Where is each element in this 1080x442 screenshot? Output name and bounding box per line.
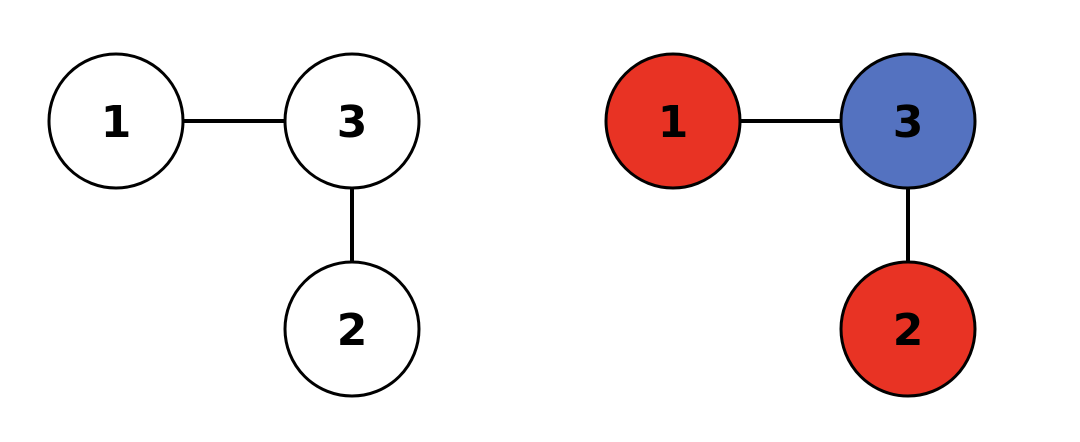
node-2: 2 — [283, 260, 421, 398]
node-2: 2 — [839, 260, 977, 398]
node-1-circle — [47, 52, 185, 190]
node-2-circle — [839, 260, 977, 398]
node-3-circle — [839, 52, 977, 190]
node-1-label: 1 — [101, 97, 132, 148]
node-2-label: 2 — [337, 305, 368, 356]
graph-colored: 1 3 2 — [604, 52, 977, 398]
node-1: 1 — [47, 52, 185, 190]
node-1-label: 1 — [658, 97, 689, 148]
node-2-label: 2 — [893, 305, 924, 356]
node-1-circle — [604, 52, 742, 190]
node-2-circle — [283, 260, 421, 398]
node-3-circle — [283, 52, 421, 190]
node-3: 3 — [283, 52, 421, 190]
graph-uncolored: 1 3 2 — [47, 52, 421, 398]
node-3: 3 — [839, 52, 977, 190]
node-3-label: 3 — [893, 97, 924, 148]
node-3-label: 3 — [337, 97, 368, 148]
node-1: 1 — [604, 52, 742, 190]
